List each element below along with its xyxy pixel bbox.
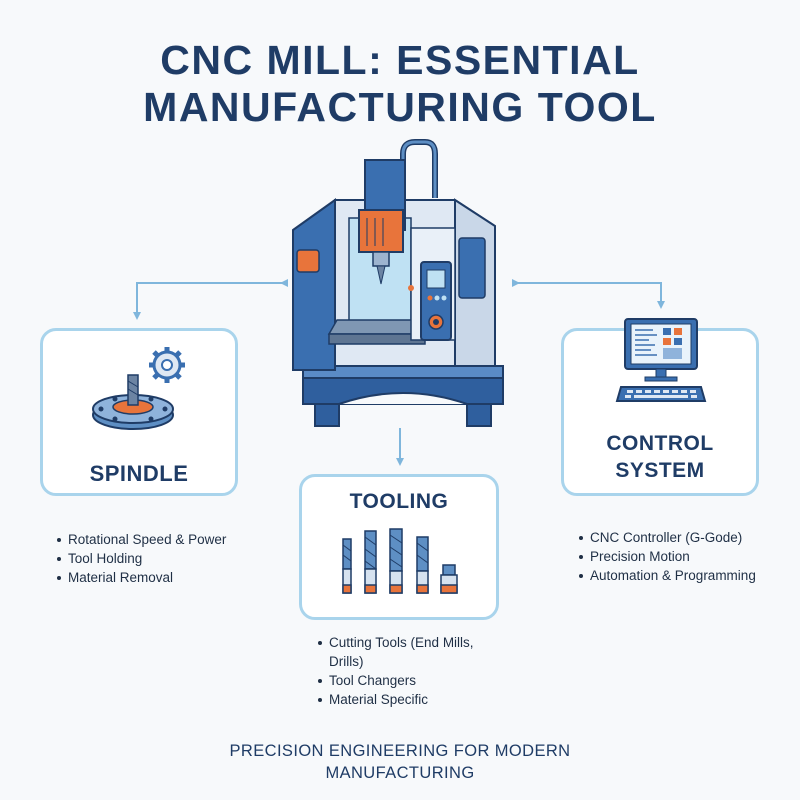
footer-line-2: MANUFACTURING bbox=[325, 764, 475, 782]
arrow-machine-to-spindle bbox=[133, 279, 288, 320]
spindle-card: SPINDLE bbox=[40, 328, 238, 496]
control-system-label-line-1: CONTROL bbox=[606, 432, 714, 455]
arrow-machine-to-control bbox=[512, 279, 665, 309]
control-system-card: CONTROL SYSTEM bbox=[561, 318, 759, 496]
spindle-gear-icon bbox=[92, 347, 185, 430]
tooling-card: TOOLING bbox=[299, 474, 499, 620]
spindle-label: SPINDLE bbox=[89, 461, 189, 486]
page-title-line-2: MANUFACTURING TOOL bbox=[143, 84, 657, 130]
spindle-bullet-list: Rotational Speed & Power Tool Holding Ma… bbox=[55, 530, 226, 587]
control-system-bullet-1: CNC Controller (G-Gode) bbox=[577, 528, 756, 547]
footer-line-1: PRECISION ENGINEERING FOR MODERN bbox=[229, 742, 571, 760]
control-system-label: CONTROL SYSTEM bbox=[564, 430, 756, 484]
control-system-bullet-3: Automation & Programming bbox=[577, 566, 756, 585]
tooling-bullet-1-continued: Drills) bbox=[329, 654, 364, 669]
tooling-bullet-list: Cutting Tools (End Mills, Drills) Tool C… bbox=[316, 633, 516, 709]
cnc-mill-machine-icon bbox=[292, 139, 504, 427]
tooling-bullet-3: Material Specific bbox=[316, 690, 516, 709]
computer-monitor-icon bbox=[615, 318, 707, 402]
tooling-label: TOOLING bbox=[349, 490, 449, 513]
spindle-bullet-2: Tool Holding bbox=[55, 549, 226, 568]
control-system-bullet-list: CNC Controller (G-Gode) Precision Motion… bbox=[577, 528, 756, 585]
tooling-bullet-1: Cutting Tools (End Mills, bbox=[316, 633, 516, 652]
control-system-bullet-2: Precision Motion bbox=[577, 547, 756, 566]
spindle-bullet-1: Rotational Speed & Power bbox=[55, 530, 226, 549]
spindle-bullet-3: Material Removal bbox=[55, 568, 226, 587]
page-title-line-1: CNC MILL: ESSENTIAL bbox=[160, 37, 640, 83]
control-system-label-line-2: SYSTEM bbox=[615, 459, 705, 482]
tooling-bullet-2: Tool Changers bbox=[316, 671, 516, 690]
end-mill-tools-icon bbox=[342, 528, 458, 594]
